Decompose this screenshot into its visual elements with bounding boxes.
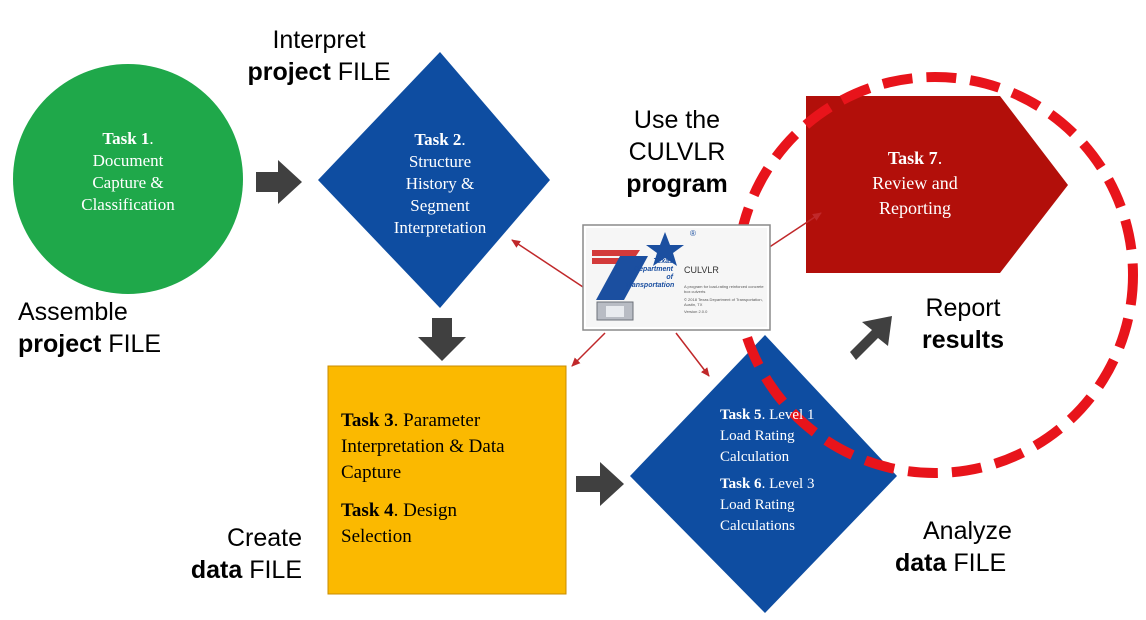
label-line: Use the [633,106,721,134]
arrow-task2-to-task3 [418,318,466,361]
label-bold: project [18,330,102,358]
task3-text: Task 3. Parameter Interpretation & Data … [341,408,561,550]
label-bold: data [190,556,243,584]
star-icon [646,232,684,266]
task5-line: Load Rating [720,428,795,444]
task7-line: Reporting [879,198,951,218]
label-interpret-project-file: Interpret project FILE [234,24,404,88]
task2-line: Segment [410,196,470,215]
task2-heading: Task 2 [414,130,462,149]
task5-diamond [630,335,897,613]
culvlr-program-window [582,224,771,331]
registered-mark: ® [690,229,696,238]
task3-line: Capture [341,462,402,483]
task3-box [327,365,567,595]
program-copyright: © 2018 Texas Department of Transportatio… [684,297,763,307]
task3-line: Interpretation & Data [341,436,505,457]
label-line: FILE [101,330,162,358]
label-line: FILE [242,556,302,584]
task2-line: Interpretation [393,218,487,237]
task7-punct: . [937,148,943,168]
label-line: Interpret [272,26,366,54]
connector-to-task3 [571,332,606,367]
task6-line: Load Rating [720,497,795,513]
label-line: Create [226,524,302,552]
label-bold: project [247,58,331,86]
agency-line1: Texas [653,258,673,265]
task7-heading: Task 7 [887,148,938,168]
task1-punct: . [149,129,154,148]
task5-line: Calculation [720,449,790,465]
label-line: FILE [946,549,1007,577]
label-report-results: Report results [905,292,1021,356]
task1-text: Task 1. Document Capture & Classificatio… [58,128,198,216]
program-description: A program for load-rating reinforced con… [684,284,764,294]
label-analyze-data-file: Analyze data FILE [895,515,1035,579]
arrow-task1-to-task2 [256,160,302,204]
task7-text: Task 7. Review and Reporting [845,146,985,221]
task4-line: . Design [393,500,457,521]
label-assemble-project-file: Assemble project FILE [18,296,161,360]
task2-punct: . [461,130,466,149]
task2-diamond [318,52,550,308]
task6-line: Calculations [720,518,795,534]
task2-text: Task 2. Structure History & Segment Inte… [378,129,502,239]
task6-line: . Level 3 [761,476,815,492]
task5-text: Task 5. Level 1 Load Rating Calculation … [720,405,850,537]
task5-line: . Level 1 [761,407,815,423]
program-version: Version 2.0.0 [684,309,708,314]
task2-line: Structure [408,152,472,171]
task3-line: . Parameter [393,410,481,431]
task4-heading: Task 4 [341,500,394,521]
connector-to-task5 [675,332,710,377]
arrow-task5-to-report [850,316,892,360]
agency-line2: Department [634,266,673,273]
task1-circle [13,64,243,294]
label-line: FILE [330,58,391,86]
task1-line: Document [92,151,164,170]
arrow-task3-to-task5 [576,462,624,506]
task1-heading: Task 1 [102,129,150,148]
program-app-name: CULVLR [684,265,719,275]
label-use-culvlr-program: Use the CULVLR program [617,104,737,200]
label-line: Report [925,294,1001,322]
task1-line: Capture & [92,173,164,192]
label-line: CULVLR [628,138,726,166]
label-create-data-file: Create data FILE [172,522,302,586]
task6-heading: Task 6 [720,476,762,492]
task4-line: Selection [341,526,412,547]
label-bold: program [626,170,728,198]
label-bold: data [895,549,947,577]
task2-line: History & [405,174,475,193]
task7-arrow-shape [806,96,1068,273]
connector-to-task7 [767,212,822,249]
program-agency-name: Texas Department of Transportation [625,258,675,290]
connector-to-task2 [511,239,584,288]
task5-heading: Task 5 [720,407,762,423]
task1-line: Classification [81,195,175,214]
task3-heading: Task 3 [341,410,394,431]
agency-line3: of Transportation [625,274,675,289]
label-bold: results [922,326,1004,354]
label-line: Assemble [18,298,128,326]
task7-line: Review and [872,173,958,193]
label-line: Analyze [923,517,1012,545]
